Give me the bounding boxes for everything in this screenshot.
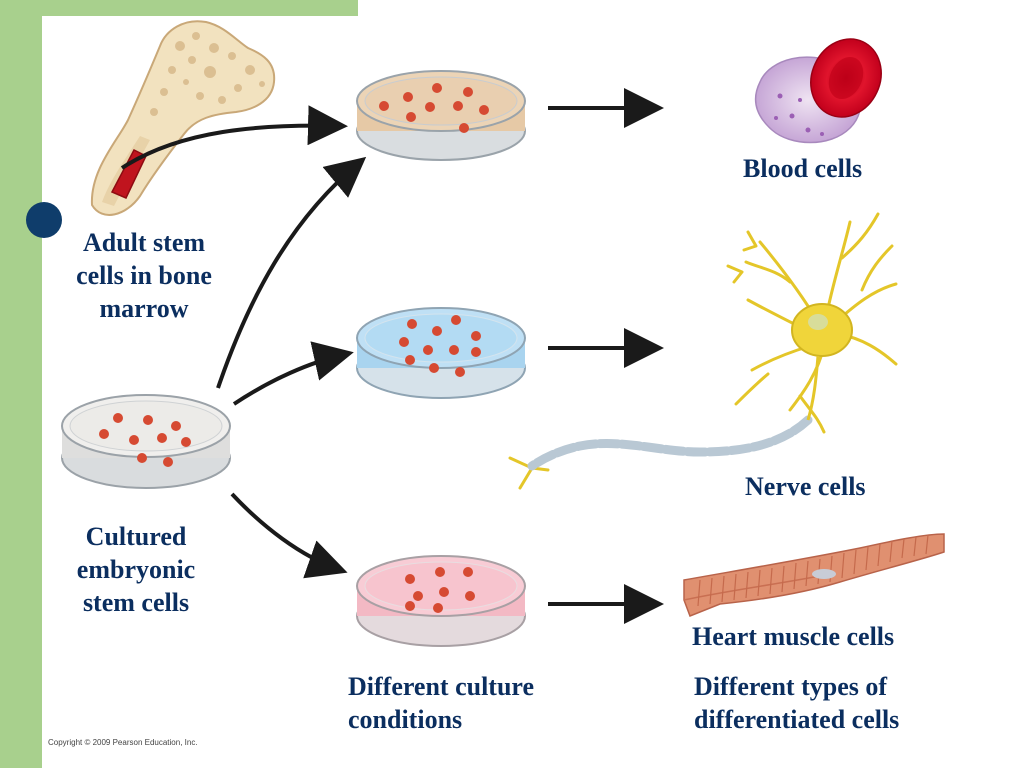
label-cultured-embryonic-stem-cells: Cultured embryonic stem cells — [76, 522, 196, 617]
top-band — [42, 0, 358, 16]
label-heart-muscle-cells: Heart muscle cells — [692, 622, 895, 651]
arrows — [120, 88, 664, 624]
arrow-embryonic-to-pink — [230, 492, 348, 579]
culture-dish-blue — [356, 307, 526, 399]
culture-dish-white — [61, 394, 231, 489]
arrow-embryonic-to-blue — [232, 341, 354, 406]
blood-cells-illustration — [754, 38, 882, 144]
copyright-notice: Copyright © 2009 Pearson Education, Inc. — [48, 738, 198, 747]
label-different-culture-conditions: Different culture conditions — [348, 672, 535, 734]
nerve-cell-nucleus — [808, 314, 828, 330]
side-band — [0, 0, 42, 768]
heart-muscle-illustration — [683, 533, 945, 617]
label-differentiated-cells: Different types of differentiated cells — [694, 672, 900, 734]
label-nerve-cells: Nerve cells — [745, 472, 866, 501]
label-blood-cells: Blood cells — [743, 154, 863, 183]
culture-dish-tan — [356, 70, 526, 161]
bone-illustration — [90, 20, 276, 216]
nerve-axon — [527, 355, 820, 471]
label-adult-stem-cells: Adult stem cells in bone marrow — [76, 228, 212, 323]
culture-dish-pink — [356, 555, 526, 647]
bullet-dot — [26, 202, 62, 238]
arrow-bone-to-dish — [120, 105, 348, 170]
nerve-cell-body — [791, 303, 853, 357]
arrow-embryonic-to-tan — [216, 156, 367, 389]
